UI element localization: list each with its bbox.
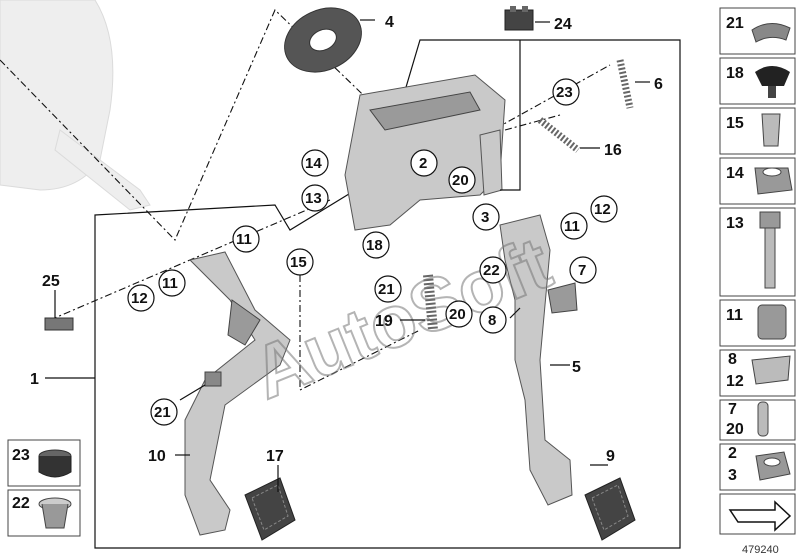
callout-11-c: 11 (560, 212, 588, 240)
svg-text:12: 12 (131, 290, 148, 307)
assembly-frame (94, 39, 681, 549)
callout-21-a: 21 (374, 275, 402, 303)
svg-text:20: 20 (449, 306, 466, 323)
svg-text:17: 17 (266, 448, 284, 465)
callout-13: 13 (301, 184, 329, 212)
svg-text:21: 21 (378, 281, 395, 298)
bottom-tile-22: 22 (7, 489, 81, 537)
bottom-tiles: 23 22 (7, 439, 81, 537)
clutch-pedal-pad (244, 477, 296, 541)
callout-12-a: 12 (127, 284, 155, 312)
side-tile-15: 15 (719, 107, 796, 155)
svg-text:23: 23 (12, 447, 30, 464)
svg-text:24: 24 (554, 16, 572, 33)
svg-text:7: 7 (578, 262, 586, 279)
svg-text:22: 22 (483, 262, 500, 279)
svg-text:15: 15 (290, 254, 307, 271)
svg-text:11: 11 (564, 218, 580, 235)
callout-15: 15 (286, 248, 314, 276)
svg-text:16: 16 (604, 142, 622, 159)
svg-text:8: 8 (728, 351, 737, 368)
svg-text:13: 13 (305, 190, 322, 207)
svg-text:4: 4 (385, 14, 394, 31)
callout-20-a: 20 (448, 166, 476, 194)
callout-12-b: 12 (590, 195, 618, 223)
svg-text:9: 9 (606, 448, 615, 465)
side-tile-11: 11 (719, 299, 796, 347)
svg-text:21: 21 (154, 404, 171, 421)
callout-22: 22 (479, 256, 507, 284)
callout-14: 14 (301, 149, 329, 177)
svg-text:11: 11 (726, 307, 743, 324)
svg-text:3: 3 (481, 209, 489, 226)
spring-19 (423, 274, 438, 331)
callout-20-b: 20 (445, 300, 473, 328)
callout-11-a: 11 (232, 225, 260, 253)
side-tile-18: 18 (719, 57, 796, 105)
svg-text:18: 18 (366, 237, 383, 254)
svg-text:12: 12 (726, 373, 744, 390)
svg-text:12: 12 (594, 201, 611, 218)
callout-18: 18 (362, 231, 390, 259)
watermark: AutoSoft (241, 221, 562, 415)
svg-text:20: 20 (726, 421, 744, 438)
bottom-tile-23: 23 (7, 439, 81, 487)
svg-text:15: 15 (726, 115, 744, 132)
svg-text:25: 25 (42, 273, 60, 290)
side-tile-21: 21 (719, 7, 796, 55)
side-tile-13: 13 (719, 207, 796, 297)
clutch-pedal (184, 251, 291, 536)
spring-6 (616, 59, 634, 109)
forward-arrow-icon (728, 500, 792, 532)
svg-text:1: 1 (30, 371, 39, 388)
svg-text:2: 2 (728, 445, 737, 462)
svg-text:22: 22 (12, 495, 30, 512)
plain-callouts: 4 24 6 16 1 5 9 10 17 25 19 (30, 14, 663, 465)
side-tiles: 21 18 15 14 13 11 (719, 7, 796, 535)
svg-text:19: 19 (375, 313, 393, 330)
gasket-ring (284, 7, 362, 73)
leader-lines (45, 19, 650, 492)
callout-7: 7 (569, 256, 597, 284)
svg-text:2: 2 (419, 155, 427, 172)
brake-booster-ghost (0, 0, 151, 211)
brake-pedal (499, 214, 578, 506)
callout-11-b: 11 (158, 269, 186, 297)
svg-text:14: 14 (726, 165, 744, 182)
side-tile-7-20: 7 20 (719, 399, 796, 441)
svg-text:18: 18 (726, 65, 744, 82)
side-tile-8-12: 8 12 (719, 349, 796, 397)
callout-21-b: 21 (150, 398, 178, 426)
direction-arrow-tile (719, 493, 796, 535)
connector-clip (504, 6, 534, 31)
side-tile-14: 14 (719, 157, 796, 205)
svg-text:10: 10 (148, 448, 166, 465)
svg-text:6: 6 (654, 76, 663, 93)
svg-text:13: 13 (726, 215, 744, 232)
callout-2: 2 (410, 149, 438, 177)
svg-text:3: 3 (728, 467, 737, 484)
part-25-clip (44, 317, 74, 331)
svg-text:20: 20 (452, 172, 469, 189)
svg-text:5: 5 (572, 359, 581, 376)
callout-23: 23 (552, 78, 580, 106)
callout-8: 8 (479, 306, 507, 334)
diagram-id: 479240 (742, 544, 779, 556)
svg-text:8: 8 (488, 312, 496, 329)
svg-text:21: 21 (726, 15, 744, 32)
callout-3: 3 (472, 203, 500, 231)
spring-16 (537, 117, 581, 153)
svg-text:14: 14 (305, 155, 322, 172)
svg-text:7: 7 (728, 401, 737, 418)
svg-text:11: 11 (236, 231, 252, 248)
side-tile-2-3: 2 3 (719, 443, 796, 491)
svg-text:11: 11 (162, 275, 178, 292)
brake-pedal-pad (584, 477, 636, 541)
circled-callouts: 2 3 7 8 11 11 11 12 12 13 14 15 18 20 20… (127, 78, 618, 426)
svg-text:23: 23 (556, 84, 573, 101)
